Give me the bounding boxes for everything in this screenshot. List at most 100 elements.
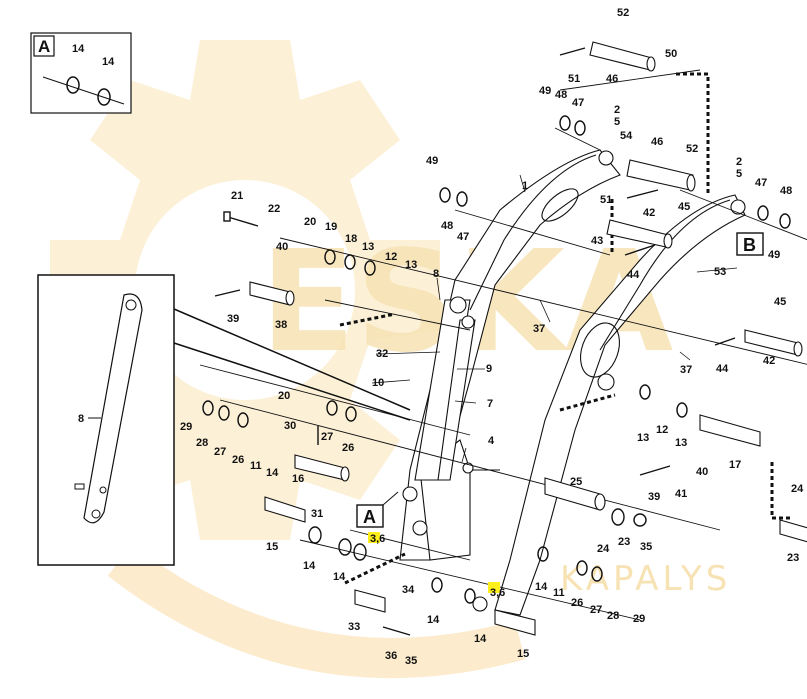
- label-part: 24: [791, 483, 804, 495]
- leaders: [371, 174, 738, 463]
- label-part: 44: [716, 363, 729, 375]
- label-part: 17: [729, 459, 741, 471]
- label-part: 49: [768, 249, 780, 261]
- label-part: 51: [568, 73, 580, 85]
- label-part: 19: [325, 221, 337, 233]
- label-part: 12: [656, 424, 668, 436]
- label-part: 9: [486, 363, 492, 375]
- label-part: 5: [736, 168, 742, 180]
- label-part: 14: [427, 614, 440, 626]
- label-part: 26: [342, 442, 354, 454]
- pin-33: [354, 589, 386, 613]
- inset-a: A 14 14: [30, 32, 132, 114]
- label-part: 12: [385, 251, 397, 263]
- label-part: 13: [637, 432, 649, 444]
- label-part: 32: [376, 348, 388, 360]
- inset-a-letter: A: [38, 37, 50, 56]
- washers: [202, 115, 791, 604]
- label-part: 52: [686, 143, 698, 155]
- label-part: 14: [535, 581, 548, 593]
- label-part: 2: [736, 156, 742, 168]
- label-part: 3,6: [370, 533, 385, 545]
- label-part: 34: [402, 584, 415, 596]
- label-part: 10: [372, 377, 384, 389]
- inset-detail-label: 8: [78, 413, 84, 425]
- pins: [249, 41, 807, 636]
- label-part: 15: [266, 541, 278, 553]
- label-part: 18: [345, 233, 357, 245]
- marker-b-letter: B: [743, 235, 756, 255]
- axis-lines: [199, 69, 807, 621]
- label-part: 38: [275, 319, 287, 331]
- label-part: 53: [714, 266, 726, 278]
- label-part: 41: [675, 488, 687, 500]
- label-part: 50: [665, 48, 677, 60]
- label-part: 47: [457, 231, 469, 243]
- watermark-arc: [107, 544, 526, 678]
- label-part: 13: [405, 259, 417, 271]
- label-part: 28: [607, 610, 619, 622]
- label-part: 23: [618, 536, 630, 548]
- label-part: 37: [533, 323, 545, 335]
- label-part: 39: [648, 491, 660, 503]
- label-part: 28: [196, 437, 208, 449]
- label-part: 2: [614, 104, 620, 116]
- label-part: 29: [180, 421, 192, 433]
- label-part: 36: [385, 650, 397, 662]
- label-part: 35: [405, 655, 417, 667]
- marker-a-letter: A: [363, 507, 376, 527]
- label-part: 54: [620, 130, 633, 142]
- label-part: 29: [633, 613, 645, 625]
- highlight-3-6-a: [368, 532, 380, 543]
- label-part: 40: [276, 241, 288, 253]
- label-part: 4: [488, 435, 495, 447]
- label-part: 30: [284, 420, 296, 432]
- label-part: 20: [304, 216, 316, 228]
- pin-23-right: [779, 519, 807, 543]
- label-part: 22: [268, 203, 280, 215]
- label-part: 43: [591, 235, 603, 247]
- label-part: 45: [678, 201, 690, 213]
- label-part: 3,6: [490, 587, 505, 599]
- label-part: 44: [627, 269, 640, 281]
- label-part: 37: [680, 364, 692, 376]
- label-part: 1: [522, 180, 528, 192]
- label-part: 46: [651, 136, 663, 148]
- part-labels: 52 50 51 46 49 48 47 2 5 54 46 52 2 5 47…: [180, 7, 804, 667]
- label-part: 24: [597, 543, 610, 555]
- pin-15-left: [264, 496, 306, 523]
- inset-a-label-right: 14: [102, 56, 115, 68]
- label-part: 14: [474, 633, 487, 645]
- label-part: 23: [787, 552, 799, 564]
- label-part: 26: [571, 597, 583, 609]
- label-part: 47: [755, 177, 767, 189]
- pin-15-bottom: [494, 609, 536, 636]
- label-part: 13: [362, 241, 374, 253]
- label-part: 45: [774, 296, 786, 308]
- label-part: 42: [643, 207, 655, 219]
- label-part: 20: [278, 390, 290, 402]
- label-part: 5: [614, 116, 620, 128]
- label-part: 7: [487, 398, 493, 410]
- label-part: 21: [231, 190, 243, 202]
- label-part: 47: [572, 97, 584, 109]
- label-part: 15: [517, 648, 529, 660]
- inset-a-label-left: 14: [72, 43, 85, 55]
- label-part: 27: [590, 604, 602, 616]
- label-part: 46: [606, 73, 618, 85]
- label-part: 49: [426, 155, 438, 167]
- pin-46-top: [589, 41, 653, 71]
- label-part: 49: [539, 85, 551, 97]
- marker-b: B: [736, 232, 764, 256]
- label-part: 48: [555, 89, 567, 101]
- inset-detail-link: 8: [37, 274, 411, 566]
- label-part: 52: [617, 7, 629, 19]
- label-part: 40: [696, 466, 708, 478]
- label-part: 16: [292, 473, 304, 485]
- pin-17: [699, 414, 761, 447]
- label-part: 14: [266, 467, 279, 479]
- label-part: 33: [348, 621, 360, 633]
- label-part: 51: [600, 194, 612, 206]
- label-part: 48: [441, 220, 453, 232]
